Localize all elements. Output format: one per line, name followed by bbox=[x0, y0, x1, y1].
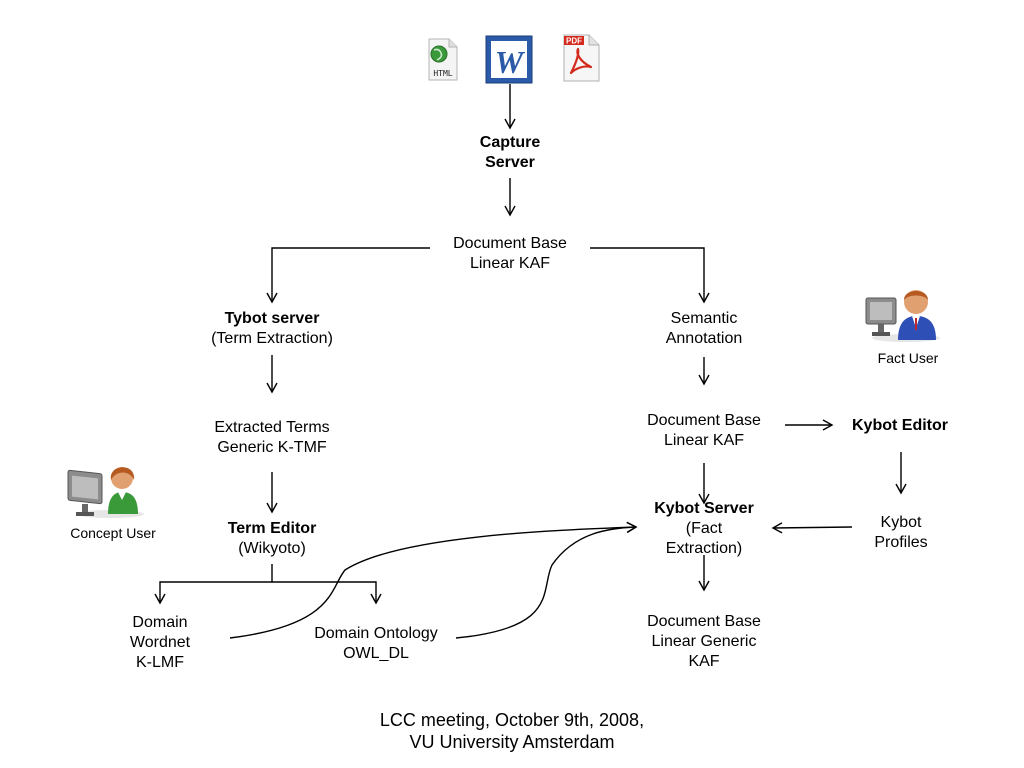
domain-ontology-line-2: OWL_DL bbox=[343, 645, 409, 662]
document-base-mid-node: Document Base Linear KAF bbox=[619, 411, 789, 451]
domain-wordnet-node: Domain Wordnet K-LMF bbox=[110, 613, 210, 673]
extracted-terms-line-1: Extracted Terms bbox=[214, 419, 330, 436]
arrow-wordnet-to-kybot-server bbox=[229, 521, 638, 639]
arrow-branch-to-ontology bbox=[272, 581, 382, 605]
kybot-editor-label: Kybot Editor bbox=[852, 417, 948, 434]
fact-user-label: Fact User bbox=[877, 350, 939, 366]
document-base-mid-line-2: Linear KAF bbox=[663, 432, 745, 449]
html-file-icon: HTML bbox=[428, 38, 458, 81]
document-base-mid-line-1: Document Base bbox=[647, 412, 761, 429]
kybot-server-line-1: (Fact bbox=[685, 520, 723, 537]
pdf-file-icon: PDF bbox=[563, 34, 600, 82]
kybot-server-node: Kybot Server (Fact Extraction) bbox=[634, 499, 774, 559]
arrow-profiles-to-kybot-server bbox=[771, 522, 853, 534]
term-editor-title: Term Editor bbox=[227, 520, 317, 537]
document-base-top-line-1: Document Base bbox=[453, 235, 567, 252]
arrow-docbase-to-tybot bbox=[266, 247, 430, 304]
capture-server-node: Capture Server bbox=[450, 133, 570, 173]
document-base-top-node: Document Base Linear KAF bbox=[420, 234, 600, 274]
kybot-server-line-2: Extraction) bbox=[665, 540, 743, 557]
domain-wordnet-line-2: Wordnet bbox=[129, 634, 191, 651]
tybot-server-subtitle: (Term Extraction) bbox=[211, 330, 333, 347]
domain-wordnet-line-1: Domain bbox=[132, 614, 188, 631]
domain-wordnet-line-3: K-LMF bbox=[136, 654, 184, 671]
footer-line-2: VU University Amsterdam bbox=[409, 732, 615, 752]
document-base-bottom-line-1: Document Base bbox=[647, 613, 761, 630]
document-base-top-line-2: Linear KAF bbox=[469, 255, 551, 272]
word-icon-letter: W bbox=[495, 44, 526, 80]
footer-caption: LCC meeting, October 9th, 2008, VU Unive… bbox=[312, 709, 712, 753]
footer-line-1: LCC meeting, October 9th, 2008, bbox=[379, 710, 645, 730]
html-icon-label: HTML bbox=[433, 69, 452, 78]
semantic-annotation-line-1: Semantic bbox=[670, 310, 738, 327]
extracted-terms-line-2: Generic K-TMF bbox=[217, 439, 327, 456]
capture-server-line-1: Capture bbox=[479, 134, 541, 151]
document-base-bottom-line-3: KAF bbox=[688, 653, 720, 670]
semantic-annotation-line-2: Annotation bbox=[665, 330, 743, 347]
concept-user-icon bbox=[67, 467, 144, 518]
kybot-editor-node: Kybot Editor bbox=[840, 416, 960, 436]
domain-ontology-line-1: Domain Ontology bbox=[314, 625, 438, 642]
arrow-ontology-to-kybot-server bbox=[455, 521, 638, 639]
semantic-annotation-node: Semantic Annotation bbox=[629, 309, 779, 349]
arrow-branch-to-wordnet bbox=[154, 581, 272, 605]
domain-ontology-node: Domain Ontology OWL_DL bbox=[296, 624, 456, 664]
pdf-icon-label: PDF bbox=[566, 37, 582, 46]
kybot-server-title: Kybot Server bbox=[654, 500, 754, 517]
kybot-profiles-line-1: Kybot bbox=[880, 514, 922, 531]
extracted-terms-node: Extracted Terms Generic K-TMF bbox=[187, 418, 357, 458]
kybot-profiles-line-2: Profiles bbox=[874, 534, 928, 551]
capture-server-line-2: Server bbox=[485, 154, 535, 171]
arrow-docbase-to-semantic bbox=[590, 247, 710, 304]
term-editor-node: Term Editor (Wikyoto) bbox=[197, 519, 347, 559]
tybot-server-node: Tybot server (Term Extraction) bbox=[187, 309, 357, 349]
fact-user-icon bbox=[865, 290, 940, 342]
document-base-bottom-line-2: Linear Generic bbox=[651, 633, 757, 650]
kybot-profiles-node: Kybot Profiles bbox=[851, 513, 951, 553]
document-base-bottom-node: Document Base Linear Generic KAF bbox=[619, 612, 789, 672]
tybot-server-title: Tybot server bbox=[224, 310, 320, 327]
word-file-icon: W bbox=[485, 35, 533, 84]
term-editor-subtitle: (Wikyoto) bbox=[238, 540, 306, 557]
concept-user-label: Concept User bbox=[70, 525, 156, 541]
